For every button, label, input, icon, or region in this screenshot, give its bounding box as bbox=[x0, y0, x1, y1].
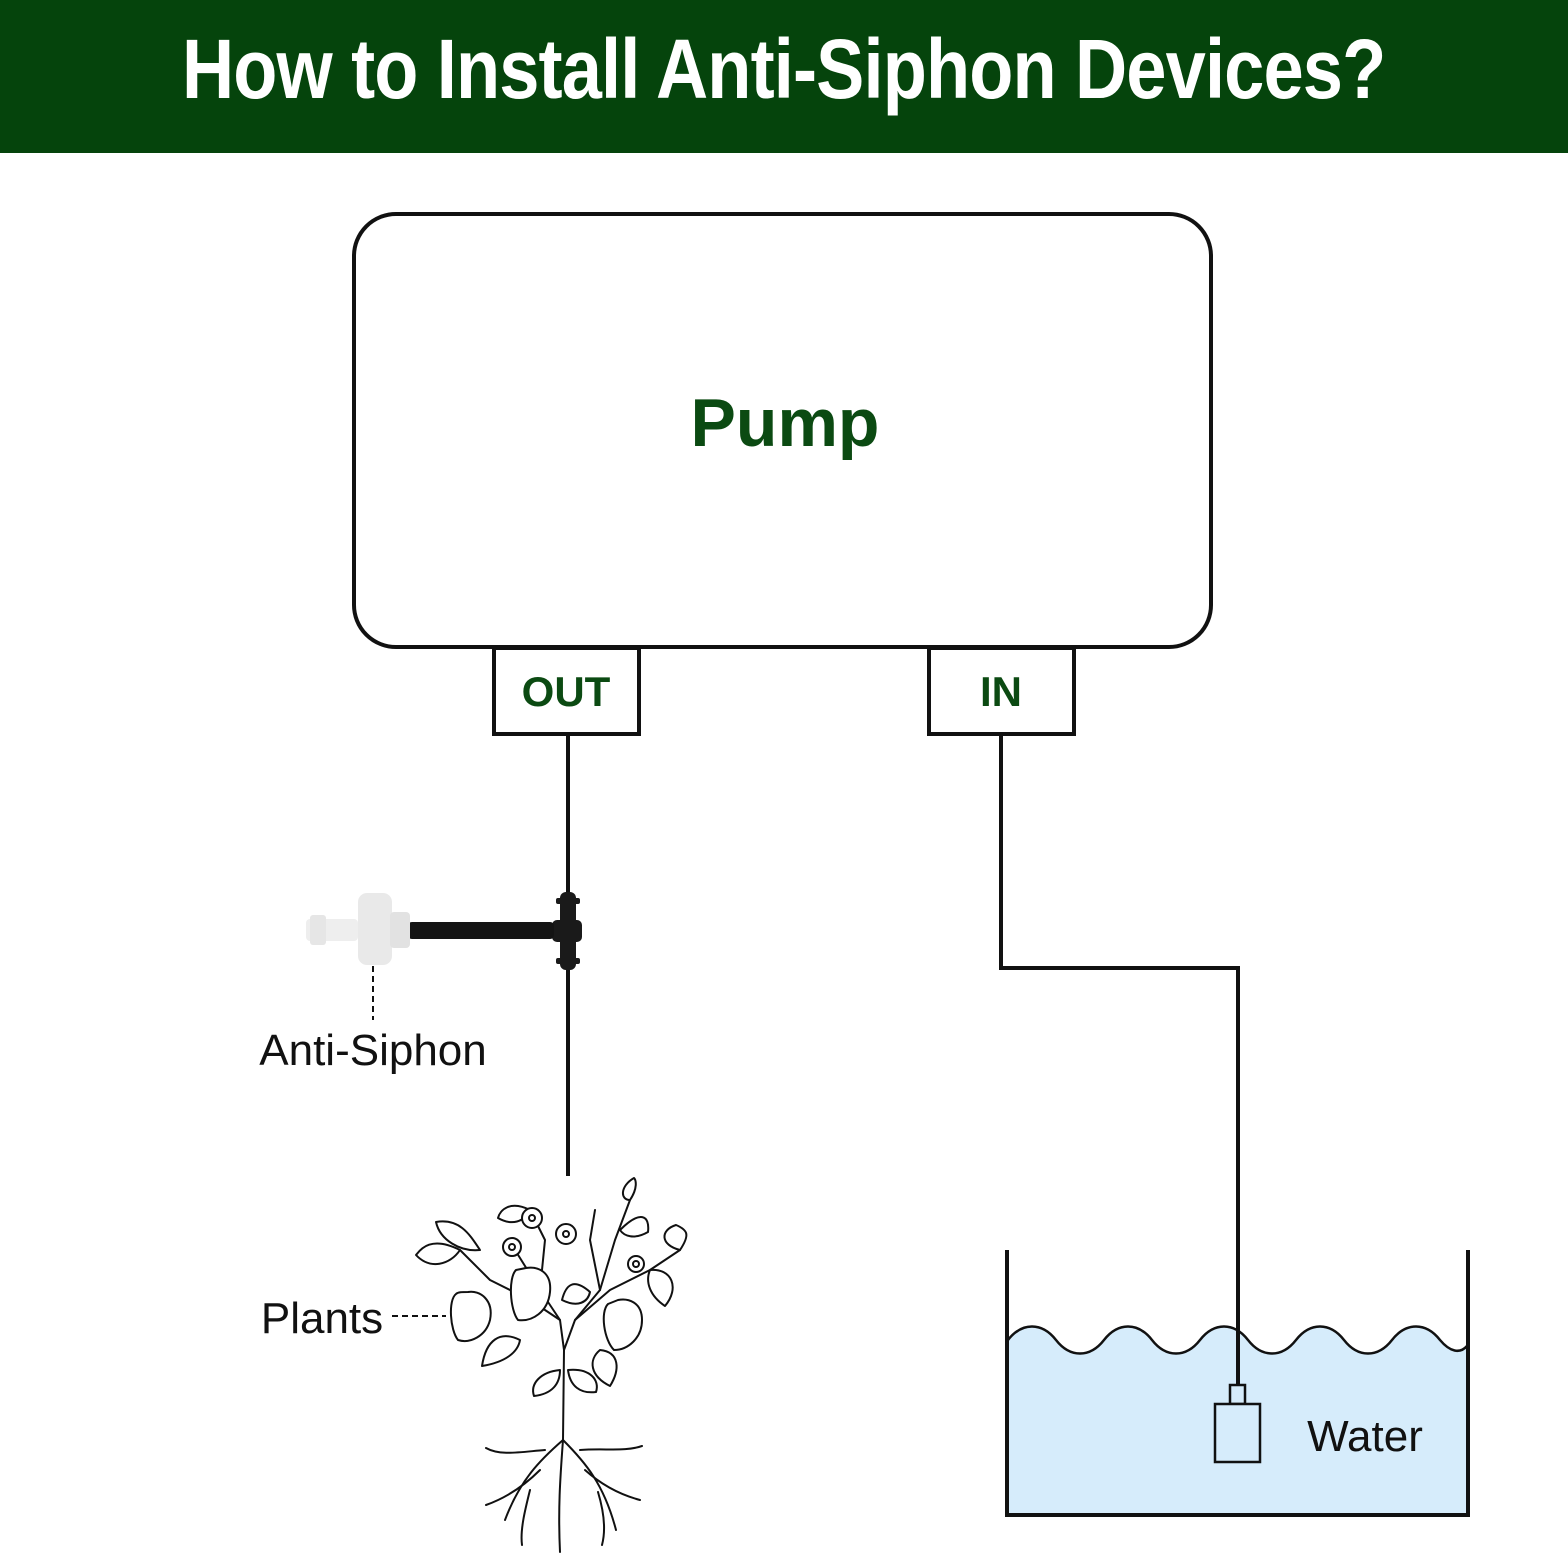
in-port bbox=[927, 646, 1076, 736]
in-port-label: IN bbox=[980, 668, 1022, 715]
anti-siphon-label: Anti-Siphon bbox=[259, 1026, 486, 1075]
pepper-plant-icon bbox=[415, 1177, 688, 1553]
water-container bbox=[1005, 1250, 1470, 1517]
branch-tube bbox=[408, 922, 554, 939]
water-label: Water bbox=[1307, 1412, 1423, 1461]
plants-label: Plants bbox=[261, 1294, 383, 1343]
inlet-tube bbox=[999, 736, 1240, 1384]
tee-fitting-icon bbox=[552, 892, 582, 970]
pump-label: Pump bbox=[691, 385, 880, 461]
out-port bbox=[492, 646, 641, 736]
water-surface bbox=[1007, 1325, 1468, 1355]
pump-box bbox=[352, 212, 1213, 649]
page-title: How to Install Anti-Siphon Devices? bbox=[182, 22, 1386, 116]
pump-filter-icon bbox=[1213, 1383, 1262, 1464]
out-port-label: OUT bbox=[522, 668, 611, 715]
anti-siphon-valve-icon bbox=[306, 893, 410, 965]
header-banner: How to Install Anti-Siphon Devices? bbox=[0, 0, 1568, 153]
